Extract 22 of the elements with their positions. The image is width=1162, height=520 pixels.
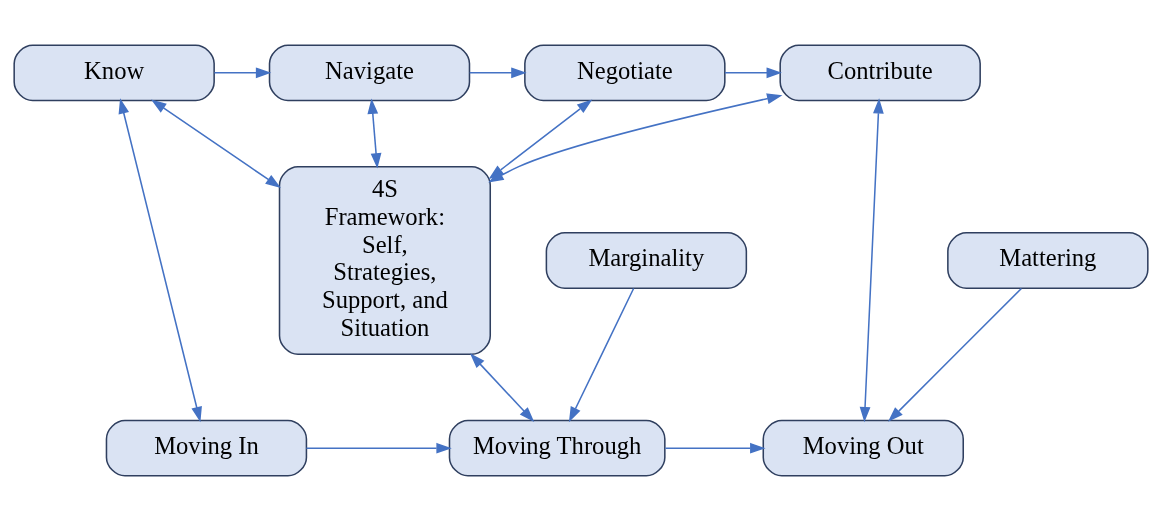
arrow <box>568 287 635 422</box>
node-box: Moving Through <box>448 419 666 477</box>
node-box: Mattering <box>947 231 1149 289</box>
node-box: Moving In <box>105 419 308 477</box>
node-box: Contribute <box>779 43 981 101</box>
arrow <box>118 97 202 422</box>
arrow <box>888 287 1023 422</box>
arrow <box>724 66 782 78</box>
arrow <box>213 66 272 78</box>
arrow <box>305 442 452 454</box>
arrow <box>468 66 527 78</box>
node-box: Marginality <box>545 231 748 289</box>
arrow <box>469 352 535 422</box>
node-box: 4S Framework: Self, Strategies, Support, and Situation <box>278 165 491 355</box>
arrow <box>151 99 281 188</box>
node-box: Navigate <box>268 43 471 101</box>
node-box: Know <box>13 43 215 101</box>
arrow <box>664 442 766 454</box>
arrow <box>859 97 884 422</box>
arrow <box>367 98 382 169</box>
node-box: Negotiate <box>524 43 726 101</box>
node-box: Moving Out <box>762 419 964 477</box>
